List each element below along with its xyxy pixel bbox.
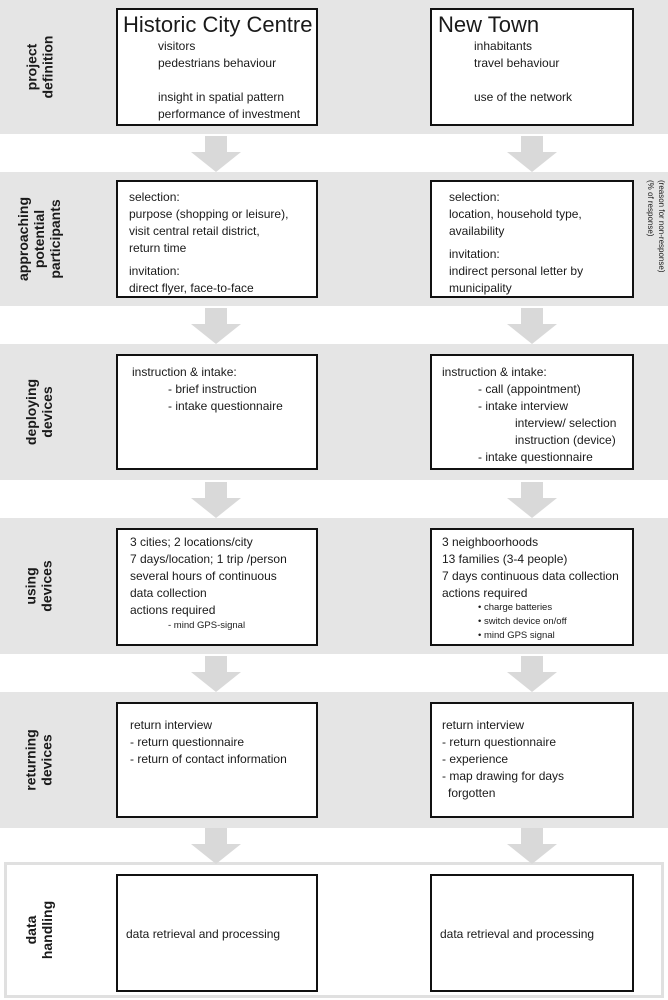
- text-line: invitation:: [129, 264, 180, 278]
- left-project-definition-box: Historic City Centre visitors pedestrian…: [116, 8, 318, 126]
- text-line: 7 days continuous data collection: [442, 569, 619, 583]
- text-line: visitors: [158, 39, 196, 53]
- down-arrow-icon: [191, 828, 241, 864]
- text-line: - intake questionnaire: [168, 399, 283, 413]
- text-line: municipality: [449, 281, 512, 295]
- text-line: inhabitants: [474, 39, 533, 53]
- down-arrow-icon: [191, 482, 241, 518]
- text-line: return time: [129, 241, 187, 255]
- text-line: selection:: [129, 190, 180, 204]
- text-line: instruction (device): [515, 433, 616, 447]
- text-line: indirect personal letter by: [449, 264, 584, 278]
- text-line: purpose (shopping or leisure),: [129, 207, 289, 221]
- text-line: selection:: [449, 190, 500, 204]
- down-arrow-icon: [507, 136, 557, 172]
- right-returning-box: return interview - return questionnaire …: [430, 702, 634, 818]
- side-note-nonresponse: (reason for non-response): [657, 180, 666, 273]
- text-line: • switch device on/off: [478, 616, 567, 627]
- text-line: 3 cities; 2 locations/city: [130, 535, 253, 549]
- text-line: several hours of continuous: [130, 569, 277, 583]
- text-line: - intake interview: [478, 399, 569, 413]
- text-line: - return questionnaire: [130, 735, 245, 749]
- left-returning-box: return interview - return questionnaire …: [116, 702, 318, 818]
- left-data-handling-box: data retrieval and processing: [116, 874, 318, 992]
- text-line: - experience: [442, 752, 509, 766]
- text-line: invitation:: [449, 247, 500, 261]
- text-line: instruction & intake:: [132, 365, 237, 379]
- text-line: • charge batteries: [478, 602, 553, 613]
- right-column-title: New Town: [438, 12, 540, 37]
- right-approaching-box: selection: location, household type, ava…: [430, 180, 634, 298]
- text-line: - mind GPS-signal: [168, 620, 246, 631]
- text-line: - intake questionnaire: [478, 450, 593, 464]
- text-line: pedestrians behaviour: [158, 56, 277, 70]
- stage-label-1: project definition: [23, 35, 55, 99]
- stage-label-6: data handling: [22, 900, 55, 960]
- stage-frame-6: [4, 862, 664, 998]
- down-arrow-icon: [507, 828, 557, 864]
- text-line: actions required: [442, 586, 528, 600]
- text-line: data collection: [130, 586, 207, 600]
- text-line: data retrieval and processing: [440, 927, 595, 941]
- side-note-response: (% of response): [646, 180, 655, 237]
- left-deploying-box: instruction & intake: - brief instructio…: [116, 354, 318, 470]
- stage-label-2: approaching potential participants: [15, 196, 64, 282]
- text-line: availability: [449, 224, 505, 238]
- left-column-title: Historic City Centre: [123, 12, 313, 37]
- down-arrow-icon: [507, 656, 557, 692]
- text-line: direct flyer, face-to-face: [129, 281, 254, 295]
- text-line: performance of investment: [158, 107, 301, 121]
- down-arrow-icon: [191, 656, 241, 692]
- text-line: visit central retail district,: [129, 224, 260, 238]
- down-arrow-icon: [507, 308, 557, 344]
- text-line: insight in spatial pattern: [158, 90, 285, 104]
- text-line: data retrieval and processing: [126, 927, 281, 941]
- text-line: return interview: [130, 718, 213, 732]
- text-line: - call (appointment): [478, 382, 581, 396]
- right-deploying-box: instruction & intake: - call (appointmen…: [430, 354, 634, 470]
- down-arrow-icon: [507, 482, 557, 518]
- text-line: 7 days/location; 1 trip /person: [130, 552, 287, 566]
- text-line: location, household type,: [449, 207, 582, 221]
- text-line: actions required: [130, 603, 216, 617]
- text-line: return interview: [442, 718, 525, 732]
- right-project-definition-box: New Town inhabitants travel behaviour us…: [430, 8, 634, 126]
- text-line: - map drawing for days: [442, 769, 565, 783]
- stage-label-5: returning devices: [22, 729, 55, 791]
- down-arrow-icon: [191, 308, 241, 344]
- left-approaching-box: selection: purpose (shopping or leisure)…: [116, 180, 318, 298]
- down-arrow-icon: [191, 136, 241, 172]
- stage-label-4: using devices: [23, 560, 55, 612]
- stage-label-3: deploying devices: [23, 378, 55, 446]
- text-line: instruction & intake:: [442, 365, 547, 379]
- text-line: forgotten: [448, 786, 496, 800]
- text-line: interview/ selection: [515, 416, 617, 430]
- text-line: 13 families (3-4 people): [442, 552, 568, 566]
- text-line: 3 neighboorhoods: [442, 535, 539, 549]
- right-data-handling-box: data retrieval and processing: [430, 874, 634, 992]
- text-line: - return of contact information: [130, 752, 287, 766]
- right-using-box: 3 neighboorhoods 13 families (3-4 people…: [430, 528, 634, 646]
- text-line: use of the network: [474, 90, 573, 104]
- text-line: • mind GPS signal: [478, 630, 555, 641]
- text-line: - return questionnaire: [442, 735, 557, 749]
- left-using-box: 3 cities; 2 locations/city 7 days/locati…: [116, 528, 318, 646]
- text-line: - brief instruction: [168, 382, 257, 396]
- text-line: travel behaviour: [474, 56, 560, 70]
